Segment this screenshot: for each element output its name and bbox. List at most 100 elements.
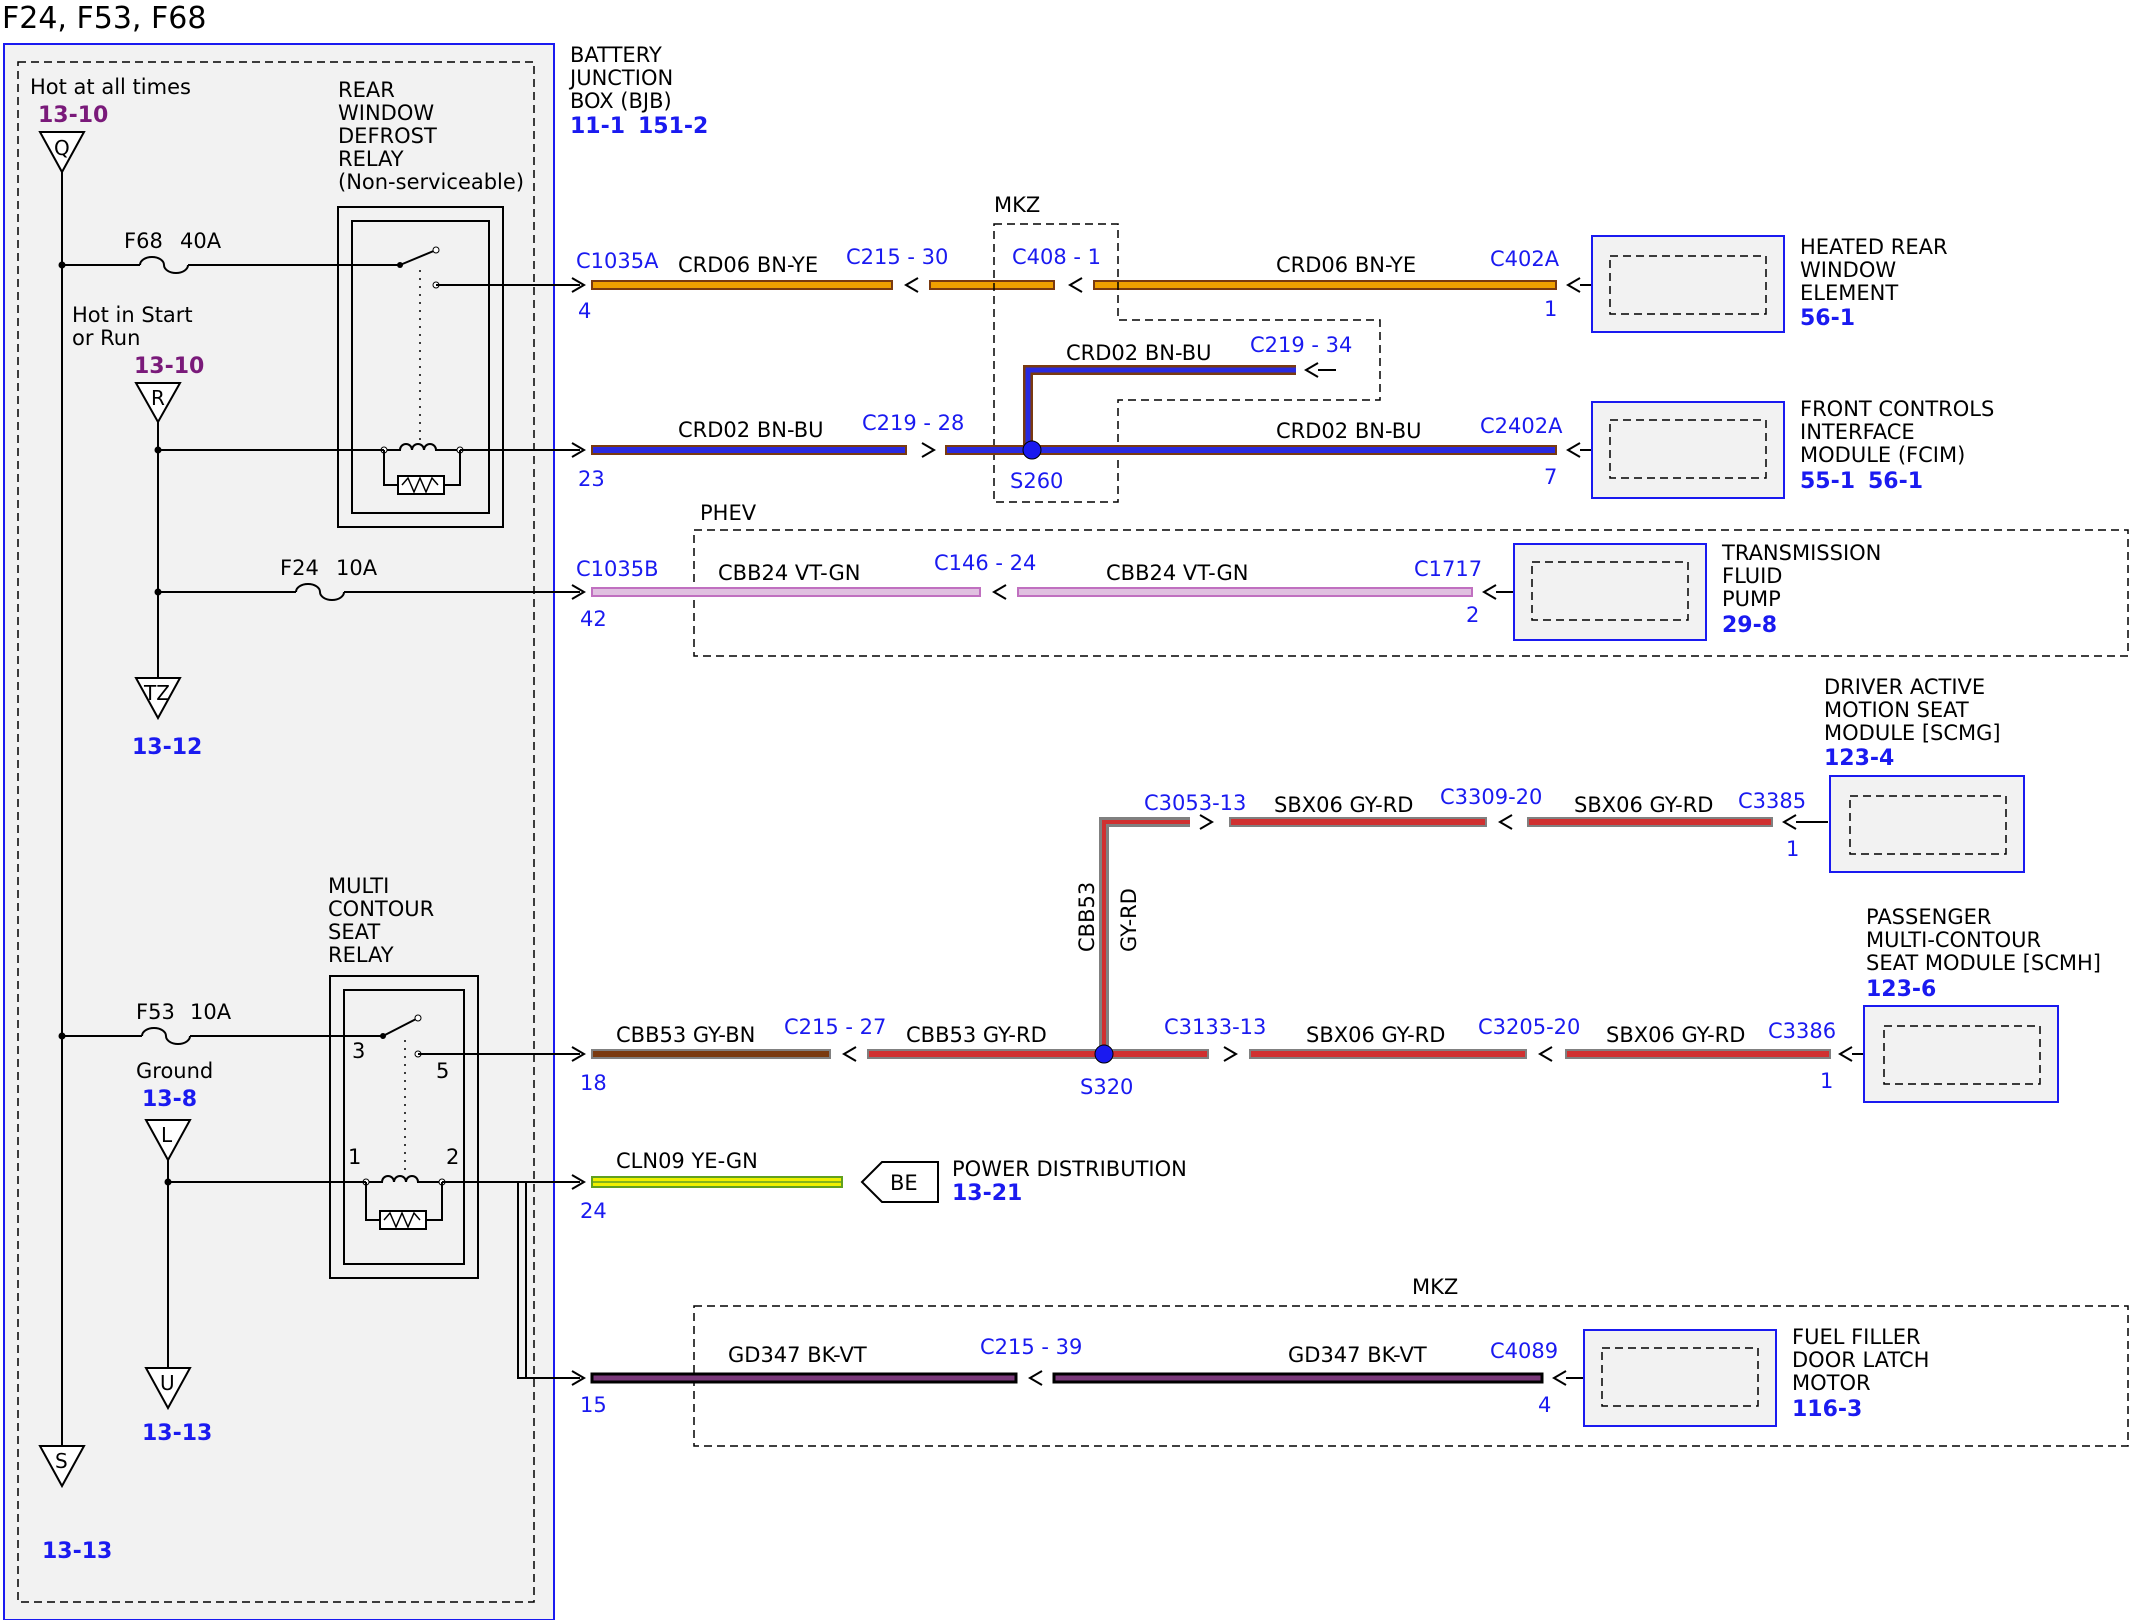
circuit-crd06: C1035A 4 CRD06 BN-YE C215 - 30 C408 - 1 … <box>571 245 1610 323</box>
r-power-symbol: R <box>134 382 182 425</box>
svg-text:FRONT CONTROLS: FRONT CONTROLS <box>1800 397 1994 421</box>
mkz-bottom-dashed: MKZ <box>693 1275 2129 1447</box>
heated-rear-window-component: HEATED REAR WINDOW ELEMENT 56-1 <box>1591 235 1948 333</box>
q-ref: 13-10 <box>38 103 108 128</box>
tz-ref: 13-12 <box>132 735 202 760</box>
circuit-gd347: 15 GD347 BK-VT C215 - 39 GD347 BK-VT C40… <box>571 1335 1600 1417</box>
fuel-filler-component: FUEL FILLER DOOR LATCH MOTOR 116-3 <box>1583 1325 1929 1427</box>
f53-fuse-rating: 10A <box>190 1000 232 1024</box>
svg-text:U: U <box>160 1371 175 1395</box>
svg-text:29-8: 29-8 <box>1722 613 1777 638</box>
ground-label: Ground <box>136 1059 213 1083</box>
svg-text:BE: BE <box>890 1171 918 1195</box>
svg-text:INTERFACE: INTERFACE <box>1800 420 1915 444</box>
svg-text:CRD02 BN-BU: CRD02 BN-BU <box>1276 419 1422 443</box>
svg-text:7: 7 <box>1544 465 1557 489</box>
svg-text:C4089: C4089 <box>1490 1339 1558 1363</box>
svg-text:15: 15 <box>580 1393 607 1417</box>
fcim-component: FRONT CONTROLS INTERFACE MODULE (FCIM) 5… <box>1591 397 1994 499</box>
svg-text:123-6: 123-6 <box>1866 977 1936 1002</box>
f53-fuse-name: F53 <box>136 1000 175 1024</box>
f68-fuse-name: F68 <box>124 229 163 253</box>
svg-text:151-2: 151-2 <box>638 114 708 139</box>
svg-text:S260: S260 <box>1010 469 1063 493</box>
svg-text:11-1: 11-1 <box>570 114 625 139</box>
svg-text:123-4: 123-4 <box>1824 746 1894 771</box>
svg-text:S320: S320 <box>1080 1075 1133 1099</box>
r-ref: 13-10 <box>134 354 204 379</box>
svg-text:CRD02 BN-BU: CRD02 BN-BU <box>678 418 824 442</box>
transmission-pump-component: TRANSMISSION FLUID PUMP 29-8 <box>1513 541 1881 641</box>
mkz-top-dashed: MKZ <box>993 193 1381 503</box>
svg-text:42: 42 <box>580 607 607 631</box>
svg-text:MULTI: MULTI <box>328 874 389 898</box>
svg-text:24: 24 <box>580 1199 607 1223</box>
svg-text:R: R <box>151 386 165 410</box>
q-power-symbol: Q <box>38 131 86 175</box>
svg-text:C3133-13: C3133-13 <box>1164 1015 1266 1039</box>
circuit-sbx06-upper: C3053-13 SBX06 GY-RD C3309-20 SBX06 GY-R… <box>1075 785 1828 1054</box>
s-ref: 13-13 <box>42 1539 112 1564</box>
svg-text:MKZ: MKZ <box>994 193 1040 217</box>
svg-text:CRD06 BN-YE: CRD06 BN-YE <box>1276 253 1416 277</box>
svg-text:JUNCTION: JUNCTION <box>568 66 673 90</box>
circuit-cbb53: 18 CBB53 GY-BN C215 - 27 CBB53 GY-RD S32… <box>571 1015 1880 1099</box>
svg-text:C3205-20: C3205-20 <box>1478 1015 1580 1039</box>
u-ground-symbol: U <box>144 1367 192 1411</box>
svg-text:DEFROST: DEFROST <box>338 124 437 148</box>
svg-text:S: S <box>55 1449 68 1473</box>
svg-text:(Non-serviceable): (Non-serviceable) <box>338 170 524 194</box>
rear-defrost-relay-label: REAR WINDOW DEFROST RELAY (Non-serviceab… <box>338 78 524 194</box>
svg-text:BATTERY: BATTERY <box>570 43 662 67</box>
svg-text:CRD02 BN-BU: CRD02 BN-BU <box>1066 341 1212 365</box>
svg-text:POWER DISTRIBUTION: POWER DISTRIBUTION <box>952 1157 1187 1181</box>
svg-text:PASSENGER: PASSENGER <box>1866 905 1991 929</box>
svg-text:C408 - 1: C408 - 1 <box>1012 245 1101 269</box>
pin-3-label: 3 <box>352 1039 365 1063</box>
svg-text:CBB53 GY-RD: CBB53 GY-RD <box>906 1023 1047 1047</box>
s-ground-symbol: S <box>38 1445 86 1489</box>
svg-text:55-1: 55-1 <box>1800 469 1855 494</box>
svg-text:2: 2 <box>1466 603 1479 627</box>
svg-text:MULTI-CONTOUR: MULTI-CONTOUR <box>1866 928 2041 952</box>
svg-text:C215 - 39: C215 - 39 <box>980 1335 1082 1359</box>
svg-text:SBX06 GY-RD: SBX06 GY-RD <box>1306 1023 1445 1047</box>
circuit-cln09: 24 CLN09 YE-GN BE POWER DISTRIBUTION 13-… <box>571 1149 1187 1223</box>
l-ground-symbol: L <box>144 1119 192 1163</box>
bjb-label: BATTERY JUNCTION BOX (BJB) 11-1 151-2 <box>568 43 708 139</box>
svg-text:Q: Q <box>54 136 70 160</box>
svg-text:HEATED REAR: HEATED REAR <box>1800 235 1948 259</box>
svg-text:MODULE [SCMG]: MODULE [SCMG] <box>1824 721 2001 745</box>
svg-text:SBX06 GY-RD: SBX06 GY-RD <box>1606 1023 1745 1047</box>
svg-text:18: 18 <box>580 1071 607 1095</box>
svg-text:13-21: 13-21 <box>952 1181 1022 1206</box>
svg-text:GY-RD: GY-RD <box>1117 888 1141 952</box>
svg-text:DOOR LATCH: DOOR LATCH <box>1792 1348 1929 1372</box>
svg-text:C3309-20: C3309-20 <box>1440 785 1542 809</box>
svg-text:C1035B: C1035B <box>576 557 659 581</box>
svg-text:C146 - 24: C146 - 24 <box>934 551 1036 575</box>
svg-text:23: 23 <box>578 467 605 491</box>
svg-text:GD347 BK-VT: GD347 BK-VT <box>1288 1343 1427 1367</box>
svg-text:SEAT MODULE [SCMH]: SEAT MODULE [SCMH] <box>1866 951 2101 975</box>
f68-fuse-rating: 40A <box>180 229 222 253</box>
svg-text:C215 - 30: C215 - 30 <box>846 245 948 269</box>
svg-text:1: 1 <box>1820 1069 1833 1093</box>
svg-text:WINDOW: WINDOW <box>338 101 434 125</box>
bjb-inner-dashed-box <box>17 61 535 1603</box>
svg-text:4: 4 <box>578 299 591 323</box>
svg-text:SBX06 GY-RD: SBX06 GY-RD <box>1574 793 1713 817</box>
bjb-outer-box <box>3 43 555 1620</box>
svg-text:CBB53 GY-BN: CBB53 GY-BN <box>616 1023 755 1047</box>
svg-text:CBB53: CBB53 <box>1075 882 1099 952</box>
svg-text:BOX (BJB): BOX (BJB) <box>570 89 672 113</box>
hot-start-run-label-1: Hot in Start <box>72 303 193 327</box>
pin-1-label: 1 <box>348 1145 361 1169</box>
svg-text:TRANSMISSION: TRANSMISSION <box>1721 541 1881 565</box>
svg-text:CRD06 BN-YE: CRD06 BN-YE <box>678 253 818 277</box>
svg-text:56-1: 56-1 <box>1868 469 1923 494</box>
svg-text:1: 1 <box>1786 837 1799 861</box>
svg-text:SBX06 GY-RD: SBX06 GY-RD <box>1274 793 1413 817</box>
f24-fuse-name: F24 <box>280 556 319 580</box>
